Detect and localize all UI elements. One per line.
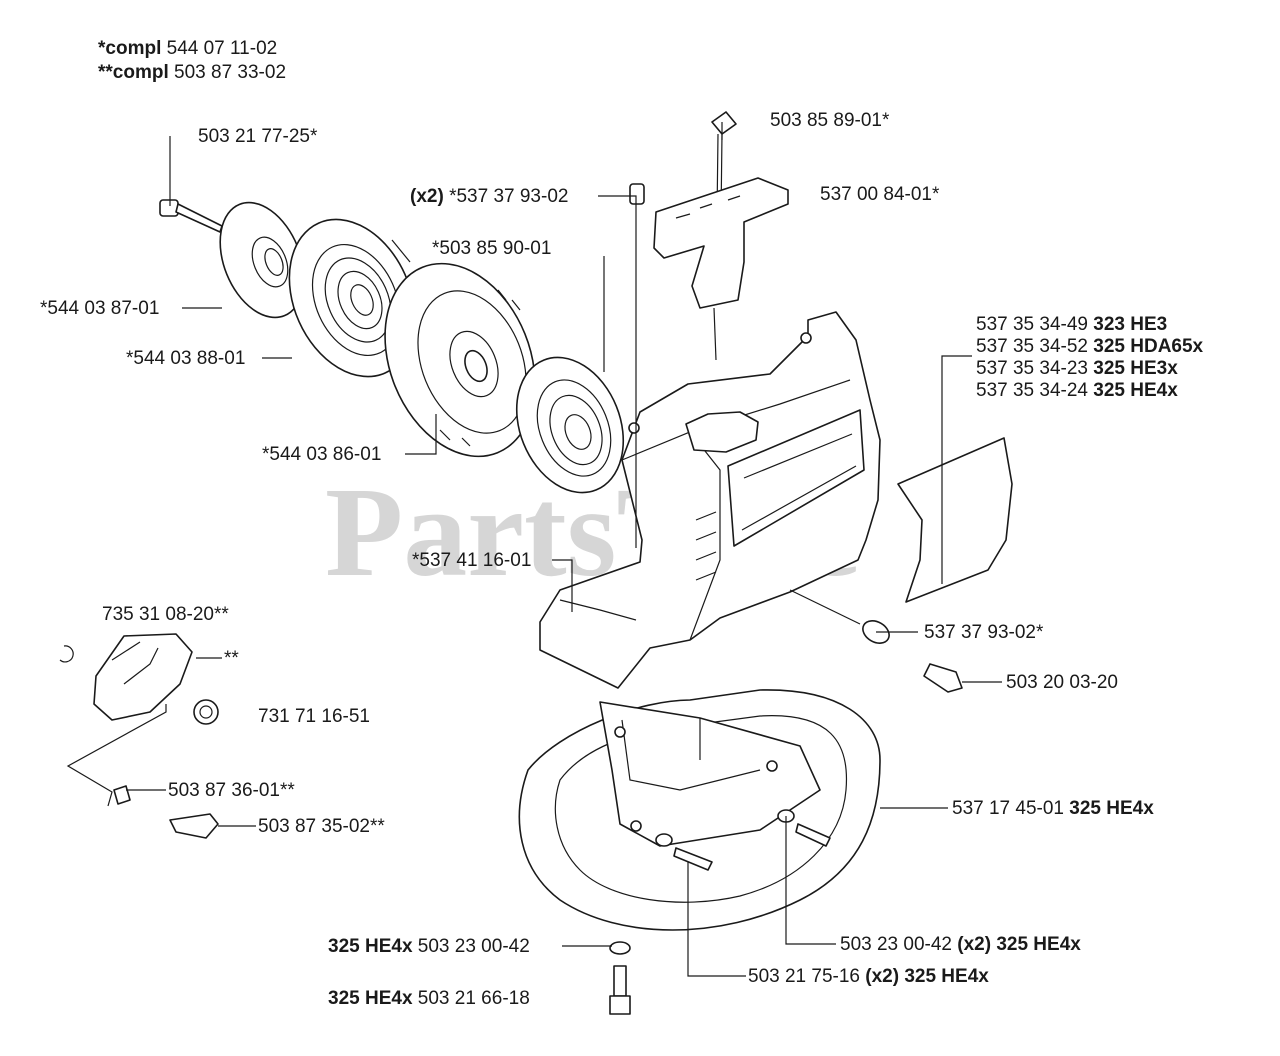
spacer-part: [862, 620, 963, 693]
part-label[interactable]: *537 41 16-01: [412, 550, 532, 571]
screw-part: [159, 199, 223, 233]
bushing-part: [629, 183, 645, 205]
part-label[interactable]: 537 35 34-24 325 HE4x: [976, 380, 1178, 401]
leader-lines: [126, 122, 1002, 977]
header-line-2: **compl 503 87 33-02: [98, 62, 287, 83]
part-label[interactable]: 503 87 36-01**: [168, 780, 295, 801]
part-label[interactable]: 537 37 93-02*: [924, 622, 1044, 643]
header-line-1: *compl 544 07 11-02: [98, 38, 278, 59]
part-label[interactable]: 503 85 89-01*: [770, 110, 890, 131]
part-label[interactable]: *503 85 90-01: [432, 238, 552, 259]
part-label[interactable]: 503 21 75-16 (x2) 325 HE4x: [748, 966, 989, 987]
part-label[interactable]: 537 35 34-23 325 HE3x: [976, 358, 1178, 379]
part-label[interactable]: *544 03 86-01: [262, 444, 382, 465]
part-label[interactable]: 537 35 34-49 323 HE3: [976, 314, 1168, 335]
part-label[interactable]: 735 31 08-20**: [102, 604, 229, 625]
part-label[interactable]: **: [224, 648, 239, 669]
part-label[interactable]: 325 HE4x 503 23 00-42: [328, 936, 530, 957]
starter-housing-part: [539, 311, 881, 689]
part-label[interactable]: 537 17 45-01 325 HE4x: [952, 798, 1154, 819]
part-label[interactable]: 325 HE4x 503 21 66-18: [328, 988, 530, 1009]
pulley-drum-part: [384, 262, 536, 458]
part-label[interactable]: *544 03 88-01: [126, 348, 246, 369]
bottom-screw-part: [609, 941, 631, 1015]
part-label[interactable]: (x2) *537 37 93-02: [410, 186, 569, 207]
recoil-spring-part: [288, 218, 416, 378]
base-frame-part: [518, 689, 881, 931]
pawl-carrier-part: [59, 633, 219, 725]
spring-cassette-part: [515, 356, 625, 494]
starter-handle-part: [653, 111, 789, 361]
part-label[interactable]: 503 21 77-25*: [198, 126, 318, 147]
part-label[interactable]: 503 20 03-20: [1006, 672, 1118, 693]
part-label[interactable]: 503 87 35-02**: [258, 816, 385, 837]
pawl-leader-box: [66, 704, 167, 807]
decal-part: [897, 437, 1013, 603]
part-label[interactable]: 503 23 00-42 (x2) 325 HE4x: [840, 934, 1081, 955]
part-label[interactable]: 731 71 16-51: [258, 706, 370, 727]
part-label[interactable]: 537 00 84-01*: [820, 184, 940, 205]
part-label[interactable]: 537 35 34-52 325 HDA65x: [976, 336, 1204, 357]
part-label[interactable]: *544 03 87-01: [40, 298, 160, 319]
